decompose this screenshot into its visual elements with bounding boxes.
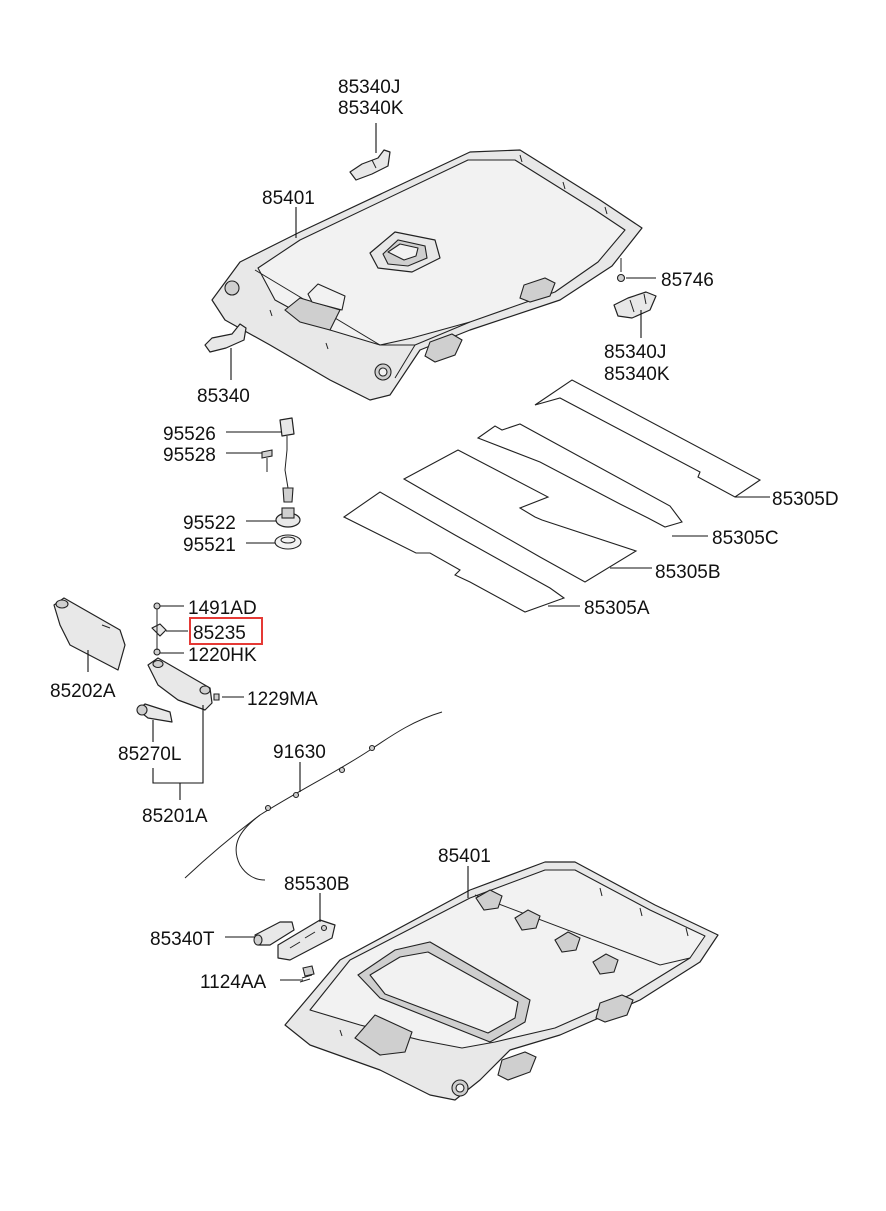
callout-85340k-top: 85340K [338, 98, 404, 119]
screw-1491ad[interactable] [153, 602, 161, 610]
grab-handle-85340[interactable] [204, 323, 247, 353]
headliner-bottom-sunroof[interactable] [284, 861, 719, 1101]
pad-85305b[interactable] [402, 449, 638, 583]
callout-85340t: 85340T [150, 929, 215, 950]
callout-85305c: 85305C [712, 528, 779, 549]
callout-85201a: 85201A [142, 806, 208, 827]
callout-85235[interactable]: 85235 [193, 623, 246, 644]
callout-95528: 95528 [163, 445, 216, 466]
lamp-lens-95521[interactable] [274, 534, 302, 550]
callout-1220hk: 1220HK [188, 645, 257, 666]
lamp-95522[interactable] [275, 507, 301, 528]
callout-85401-bottom: 85401 [438, 846, 491, 867]
highlight-box-85235 [189, 617, 263, 645]
pad-85305c[interactable] [476, 423, 683, 528]
callout-85530b: 85530B [284, 874, 350, 895]
screw-95528[interactable] [261, 449, 273, 472]
pad-85305d[interactable] [534, 379, 762, 498]
callout-1229ma: 1229MA [247, 689, 318, 710]
callout-85340j-right: 85340J [604, 342, 666, 363]
callout-85305a: 85305A [584, 598, 650, 619]
callout-1491ad: 1491AD [188, 598, 257, 619]
screw-85746[interactable] [616, 258, 626, 283]
wiring-harness-95526[interactable] [279, 417, 295, 503]
wiring-91630[interactable] [184, 711, 443, 881]
callout-91630: 91630 [273, 742, 326, 763]
callout-85305b: 85305B [655, 562, 721, 583]
callout-85340k-right: 85340K [604, 364, 670, 385]
sun-visor-85201a[interactable] [147, 657, 213, 711]
callout-85202a: 85202A [50, 681, 116, 702]
headliner-top[interactable] [211, 149, 643, 401]
callout-85270l: 85270L [118, 744, 181, 765]
screw-1229ma[interactable] [213, 693, 220, 701]
grab-handle-85340j-top[interactable] [349, 149, 391, 181]
callout-85340: 85340 [197, 386, 250, 407]
callout-85401-top: 85401 [262, 188, 315, 209]
callout-95521: 95521 [183, 535, 236, 556]
dome-light-frame [369, 231, 441, 273]
bolt-1124aa[interactable] [299, 965, 315, 983]
callout-85340j-top: 85340J [338, 77, 400, 98]
grab-handle-85340t[interactable] [253, 921, 295, 946]
grab-handle-bracket-right[interactable] [613, 291, 657, 319]
callout-95522: 95522 [183, 513, 236, 534]
vanity-lamp-85270l[interactable] [136, 703, 173, 723]
callout-85305d: 85305D [772, 489, 839, 510]
sunroof-opening [357, 941, 531, 1043]
callout-85746: 85746 [661, 270, 714, 291]
clip-85235[interactable] [151, 623, 167, 637]
callout-95526: 95526 [163, 424, 216, 445]
pad-85305a[interactable] [342, 491, 566, 613]
sun-visor-85202a[interactable] [53, 597, 126, 671]
callout-1124aa: 1124AA [200, 972, 267, 993]
